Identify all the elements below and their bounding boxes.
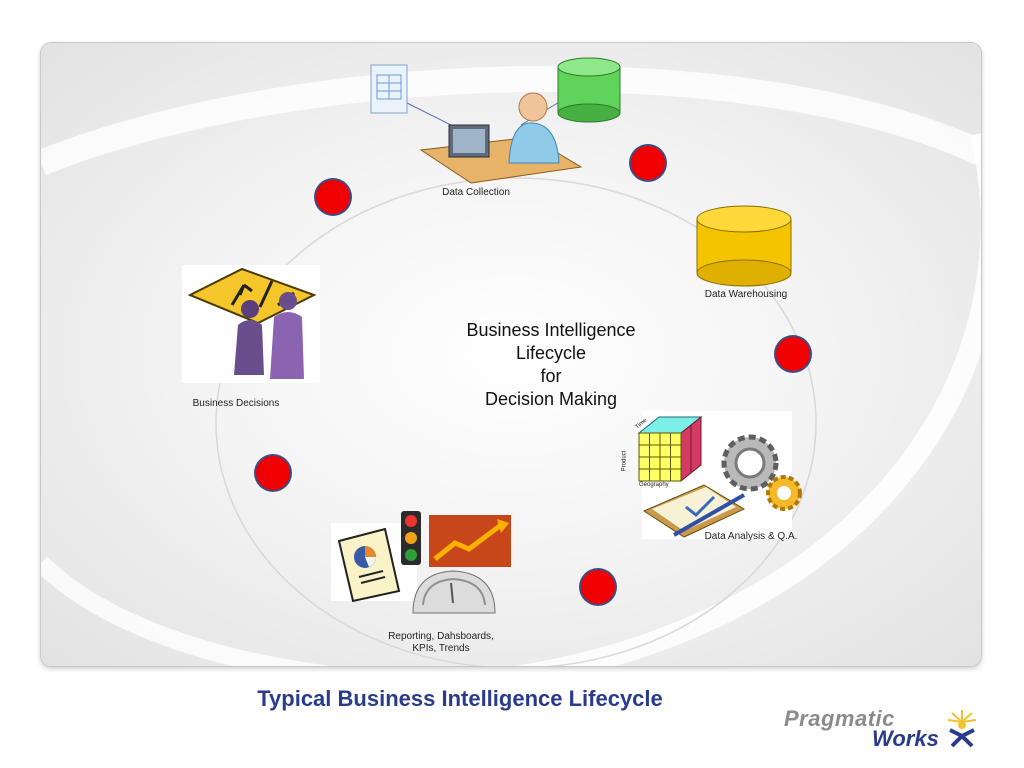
slide-caption: Typical Business Intelligence Lifecycle [257,686,663,711]
data-warehouse-icon [696,205,792,287]
stage-data-analysis: Data Analysis & Q.A. [704,531,798,542]
logo-person-icon [947,710,977,748]
data-collection-icon [370,57,621,184]
stage-data-collection: Data Collection [442,187,510,198]
business-decisions-icon [182,265,320,383]
cube-axis-product: Product [621,450,628,472]
stage-data-warehousing: Data Warehousing [704,289,788,300]
stage-business-decisions: Business Decisions [192,398,280,409]
lifecycle-dot [316,180,350,214]
center-title-line-4: Decision Making [484,389,618,409]
diagram-panel: Data Collection Data Warehousing Data An… [41,43,981,666]
logo-word-works: Works [872,726,939,751]
stage-reporting-line1: Reporting, Dahsboards, [388,631,494,642]
center-title-line-3: for [540,366,562,386]
center-title: Business Intelligence Lifecycle for Deci… [406,319,696,411]
logo-word-pragmatic: Pragmatic [784,706,895,731]
center-title-line-1: Business Intelligence [466,320,636,340]
lifecycle-dot [256,456,290,490]
reporting-icon [331,511,511,614]
center-title-line-2: Lifecycle [515,343,587,363]
data-analysis-icon [637,411,802,539]
pragmatic-works-logo: Pragmatic Works [784,706,984,756]
stage-reporting-line2: KPIs, Trends [412,643,470,654]
background-swooshes [41,65,981,666]
cube-axis-geography: Geography [639,482,669,488]
lifecycle-dot [631,146,665,180]
lifecycle-dot [776,337,810,371]
lifecycle-dot [581,570,615,604]
